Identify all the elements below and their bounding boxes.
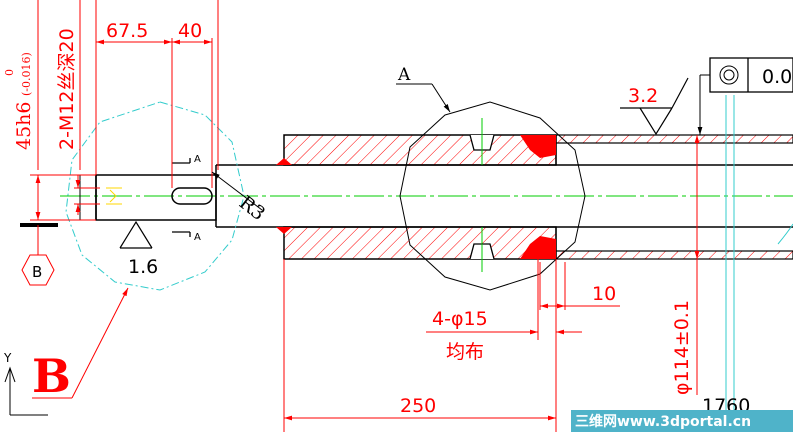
break-line — [777, 223, 793, 245]
watermark-bar — [571, 410, 793, 432]
big-B-leader — [32, 287, 129, 399]
roughness-1-6: 1.6 — [128, 256, 158, 278]
tol-lower: (-0.016) — [20, 52, 33, 96]
section-A-bottom-label: A — [194, 232, 201, 243]
r3-label: R3 — [235, 192, 269, 226]
watermark-text: 三维网www.3dportal.cn — [575, 414, 752, 430]
fit-tolerance-group: 45h6 0 (-0.016) — [3, 52, 35, 150]
top-dimension-lines — [95, 0, 219, 188]
holes-even: 均布 — [446, 341, 484, 363]
keyway-slot — [171, 187, 213, 205]
holes-spec: 4-φ15 — [432, 308, 488, 330]
thread-marks — [106, 187, 122, 205]
dim-40: 40 — [178, 20, 202, 42]
left-vertical-lines — [37, 0, 81, 170]
left-diameter-dim — [30, 174, 100, 221]
right-cyan-lines — [725, 95, 735, 432]
tolerance-value: 0.0 — [762, 66, 792, 88]
section-A-top-label: A — [194, 154, 201, 165]
callout-A-leader — [396, 83, 451, 113]
tolerance-frame — [697, 57, 793, 135]
fit-45h6: 45h6 — [13, 101, 35, 150]
roughness-1-6-symbol — [119, 220, 153, 249]
big-B: B — [32, 349, 71, 403]
section-marks — [172, 158, 191, 237]
dim-67-5: 67.5 — [106, 20, 148, 42]
hub-lower — [276, 226, 793, 260]
detail-outline-B — [65, 101, 245, 291]
callout-A: A — [397, 65, 411, 85]
axis-y-label: Y — [3, 351, 12, 365]
roughness-3-2: 3.2 — [628, 85, 658, 107]
roughness-3-2-symbol — [620, 77, 689, 136]
datum-B-symbol — [20, 223, 58, 286]
tol-upper: 0 — [3, 69, 16, 76]
dim-250-lines — [283, 259, 557, 432]
dim-phi114: φ114±0.1 — [671, 300, 693, 395]
datum-B-label: B — [32, 263, 42, 281]
shaft-small-end — [79, 174, 217, 221]
thread-spec: 2-M12丝深20 — [56, 28, 78, 150]
dim-250: 250 — [400, 395, 436, 417]
r3-leader — [211, 171, 263, 211]
holes-dim-lines — [426, 259, 620, 340]
dim-10: 10 — [592, 283, 616, 305]
ucs-axis-icon — [4, 366, 48, 416]
hub-upper — [276, 134, 793, 166]
